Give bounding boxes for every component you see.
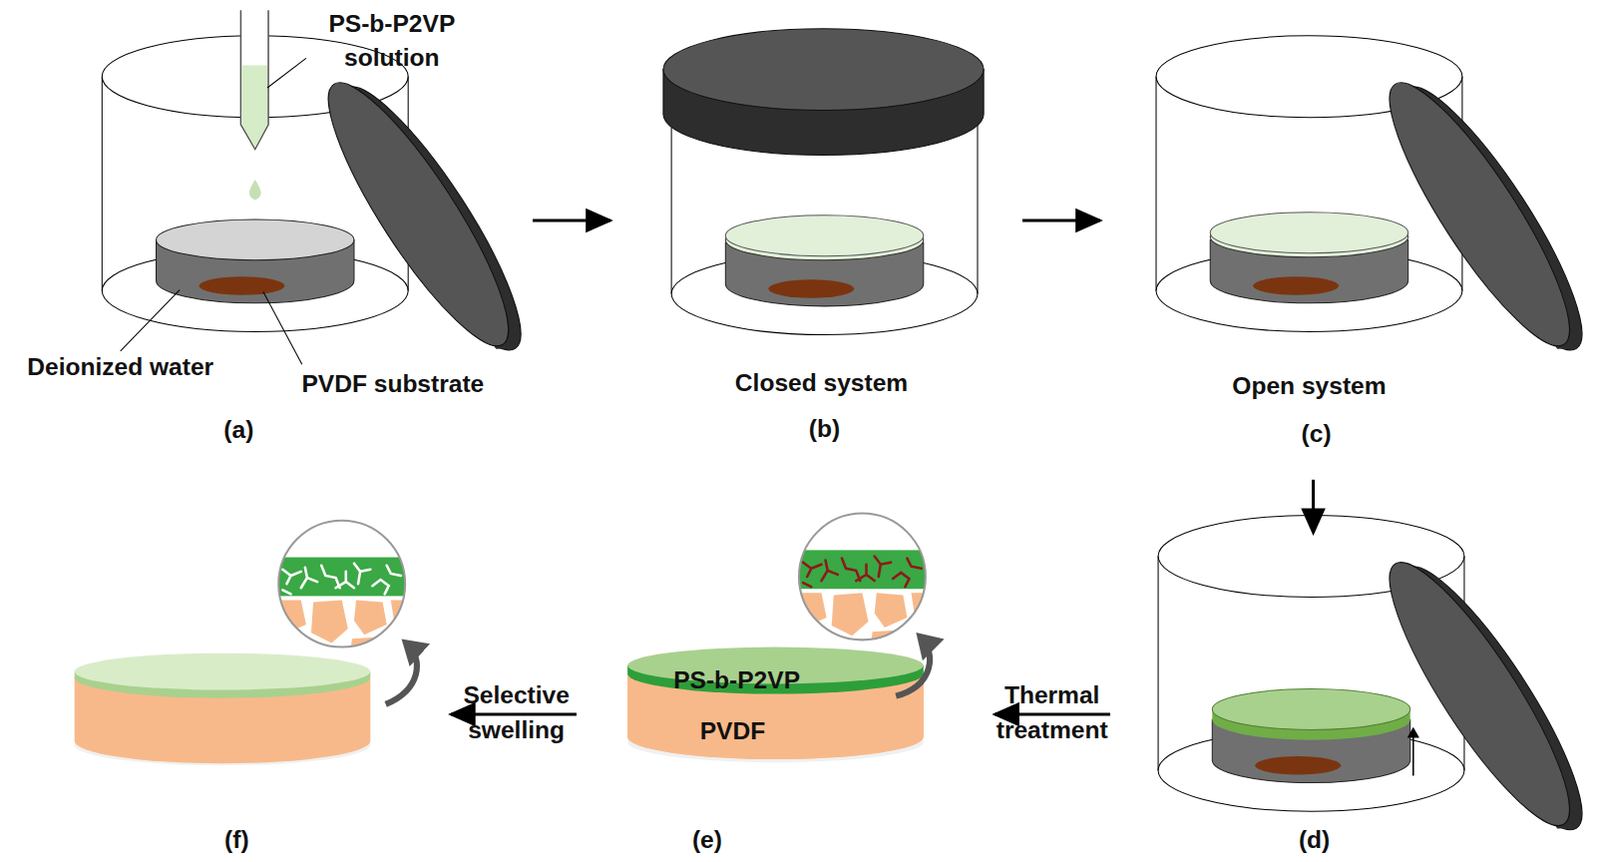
process-arrows xyxy=(450,220,1313,715)
node-text: PS-b-P2VP xyxy=(673,663,800,698)
magnified-inset xyxy=(270,512,413,656)
step-label: Selective swelling xyxy=(439,678,593,748)
panel-letter: (d) xyxy=(1298,822,1330,857)
zoom-arrow xyxy=(386,642,417,704)
layer-region: PS-b-P2VP xyxy=(667,661,806,700)
panel-letter: (b) xyxy=(808,410,840,445)
petri-dish xyxy=(1156,35,1463,333)
leader-line xyxy=(263,292,303,366)
panel-letter: (e) xyxy=(692,822,723,857)
closed-lid xyxy=(663,28,984,156)
magnified-inset xyxy=(791,504,934,648)
membrane-disk xyxy=(627,647,924,764)
callout-label: PS-b-P2VP solution xyxy=(305,6,479,76)
panel-letter: (a) xyxy=(223,411,254,446)
pipette xyxy=(240,9,269,200)
membrane-disk xyxy=(74,653,372,767)
callout-label: Deionized water xyxy=(26,350,214,385)
caption-label: Open system xyxy=(1231,368,1386,402)
caption-label: Closed system xyxy=(735,365,908,400)
zoom-arrow xyxy=(895,636,930,696)
lid xyxy=(303,59,547,374)
step-label: Thermal treatment xyxy=(975,678,1129,748)
lid xyxy=(1364,539,1600,853)
lid xyxy=(1364,59,1600,374)
panel-letter: (c) xyxy=(1301,416,1332,451)
petri-dish xyxy=(1158,515,1465,812)
callout-label: PVDF substrate xyxy=(301,366,484,400)
lift-arrow xyxy=(1412,728,1415,776)
leader-line xyxy=(267,57,307,88)
substrate-region: PVDF xyxy=(694,711,773,750)
node-text: PVDF xyxy=(700,713,766,748)
leader-line xyxy=(120,290,180,352)
panel-letter: (f) xyxy=(224,822,250,857)
